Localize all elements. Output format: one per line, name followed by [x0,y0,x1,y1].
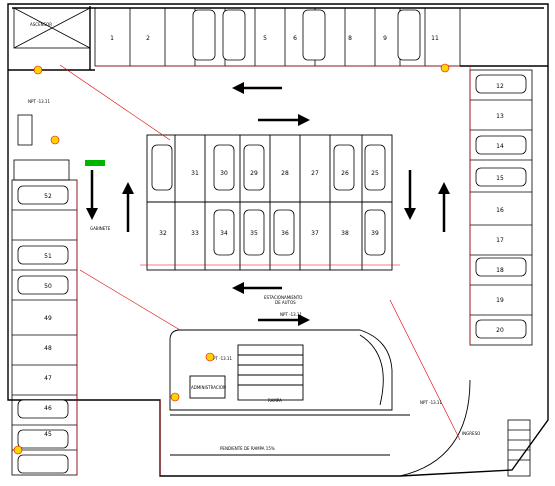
level-label-4: NPT -13.11 [420,400,442,405]
svg-text:45: 45 [44,431,52,438]
svg-text:46: 46 [44,405,52,412]
lower-core [169,329,393,411]
parking-label: ESTACIONAMIENTO [264,295,302,300]
dimension-lines [59,64,471,476]
direction-arrows [86,82,450,326]
top-row-cars [192,9,421,61]
svg-text:51: 51 [44,253,52,260]
svg-text:14: 14 [496,143,504,150]
svg-text:50: 50 [44,283,52,290]
space-9: 9 [383,35,387,42]
top-left-rooms [13,7,91,49]
svg-text:32: 32 [159,230,167,237]
island-numbers: 31 30 29 28 27 26 25 32 33 34 35 36 37 3… [159,170,379,237]
svg-text:12: 12 [496,83,504,90]
bottom-ramp [170,379,471,477]
svg-text:25: 25 [371,170,379,177]
svg-text:31: 31 [191,170,199,177]
svg-text:35: 35 [250,230,258,237]
top-left-room-label: ASCENSOR [30,22,52,27]
space-1: 1 [110,35,114,42]
svg-text:37: 37 [311,230,319,237]
svg-text:13: 13 [496,113,504,120]
svg-text:20: 20 [496,327,504,334]
svg-text:30: 30 [220,170,228,177]
central-island [146,134,393,271]
level-label-3: NPT -13.11 [210,356,232,361]
svg-text:34: 34 [220,230,228,237]
space-6: 6 [293,35,297,42]
space-8: 8 [348,35,352,42]
svg-text:15: 15 [496,175,504,182]
svg-text:52: 52 [44,193,52,200]
svg-text:49: 49 [44,315,52,322]
top-row-numbers: 1 2 3 4 5 6 7 8 9 10 11 [110,35,439,42]
plan-labels: NPT -13.11 NPT -13.11 NPT -13.11 NPT -13… [28,99,480,436]
svg-text:33: 33 [191,230,199,237]
entrance-label: INGRESO [462,431,480,436]
svg-text:38: 38 [341,230,349,237]
ramp-slope-label: PENDIENTE DE RAMPA 15% [220,446,275,451]
ramp-label: RAMPA [268,398,282,403]
svg-text:48: 48 [44,345,52,352]
cabinet-label: GABINETE [90,226,111,231]
svg-text:29: 29 [250,170,258,177]
svg-text:19: 19 [496,297,504,304]
svg-text:36: 36 [281,230,289,237]
level-label-1: NPT -13.11 [28,99,50,104]
admin-label: ADMINISTRACION [191,385,226,390]
right-column-numbers: 12 13 14 15 16 17 18 19 20 [496,83,504,334]
lower-core-labels: ADMINISTRACION RAMPA [191,385,282,403]
svg-text:16: 16 [496,207,504,214]
svg-text:18: 18 [496,267,504,274]
svg-text:27: 27 [311,170,319,177]
svg-text:47: 47 [44,375,52,382]
svg-text:17: 17 [496,237,504,244]
markers [13,63,450,455]
level-label-2: NPT -13.11 [280,312,302,317]
space-2: 2 [146,35,150,42]
bottom-right-stair [507,419,531,477]
right-column-cars [475,74,527,339]
left-column-cars [17,185,69,474]
island-cars [151,144,386,256]
svg-text:39: 39 [371,230,379,237]
cars-label: DE AUTOS [275,300,296,305]
left-column-numbers: 52 51 50 49 48 47 46 45 [44,193,52,438]
svg-text:28: 28 [281,170,289,177]
space-11: 11 [431,35,439,42]
space-5: 5 [263,35,267,42]
svg-text:26: 26 [341,170,349,177]
